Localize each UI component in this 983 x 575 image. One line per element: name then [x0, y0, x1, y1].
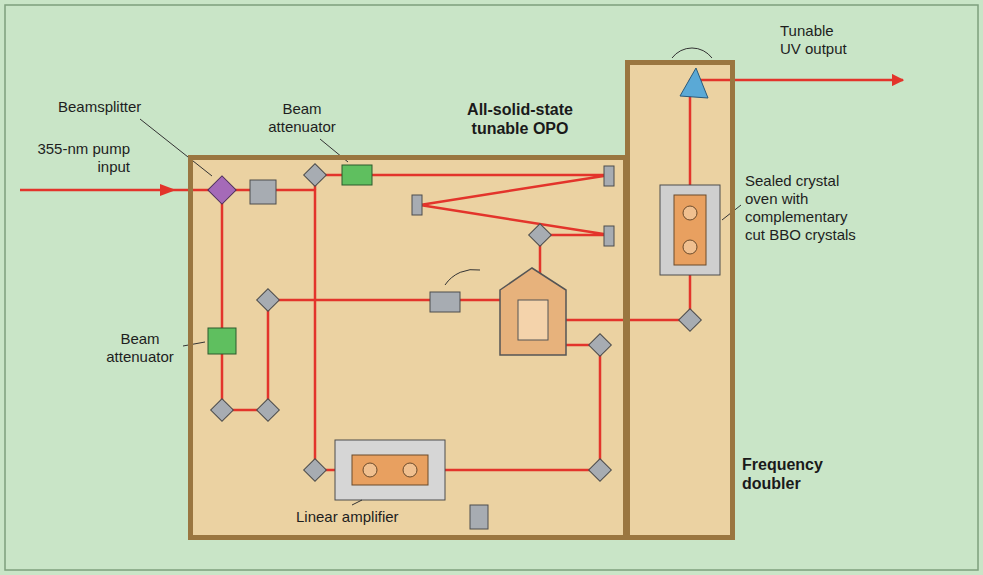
mirror-mount: [604, 166, 614, 186]
mirror-mount: [679, 309, 702, 332]
attenuator: [208, 328, 236, 354]
laser-beam: [20, 80, 903, 470]
attenuator: [342, 165, 372, 185]
part-label: Sealed crystal oven with complementary c…: [745, 172, 870, 244]
leader-line: [352, 500, 362, 505]
mirror-mount: [304, 164, 327, 187]
amplifier-crystal: [352, 455, 428, 485]
mirror-mount: [257, 399, 280, 422]
bbo-crystal: [683, 206, 697, 220]
part-label: Tunable UV output: [780, 22, 854, 58]
mirror-mount: [604, 226, 614, 246]
crystal-holder: [403, 463, 417, 477]
prism: [680, 68, 708, 98]
mirror-mount: [250, 180, 276, 204]
housing-box: All-solid-state tunable OPO: [188, 155, 628, 540]
mirror-mount: [257, 289, 280, 312]
oven-housing: [660, 185, 720, 275]
part-label: Beam attenuator: [262, 100, 342, 136]
part-label: Beam attenuator: [100, 330, 180, 366]
opo-housing-floor: [188, 155, 628, 540]
mirror-mount: [211, 399, 234, 422]
mirror-mount: [304, 459, 327, 482]
panel-frame: [5, 5, 978, 570]
rotation-arc: [445, 269, 480, 285]
attenuator: [208, 165, 372, 354]
part-label: Beamsplitter: [58, 98, 141, 116]
amplifier-housing: [335, 440, 445, 500]
crystal-holder: [363, 463, 377, 477]
opo-crystal-mount: [500, 268, 566, 355]
bbo-crystal: [683, 240, 697, 254]
opo-crystal: [518, 300, 548, 340]
beamsplitter-cube: [208, 176, 236, 204]
housing-heading: All-solid-state tunable OPO: [453, 100, 587, 138]
mirror-mount: [412, 195, 422, 215]
rotation-arc: [672, 48, 712, 58]
doubler-housing-floor: [625, 60, 735, 540]
beam-path: [222, 190, 500, 410]
leader-line: [140, 119, 741, 505]
housing-heading: Frequency doubler: [742, 455, 834, 493]
beam-path: [315, 175, 610, 282]
leader-line: [183, 342, 205, 346]
leader-line: [140, 119, 212, 176]
housing-box: Frequency doubler: [625, 60, 735, 540]
rotation-stage: [430, 292, 460, 312]
mirror-mount: [529, 224, 552, 247]
part-label: Linear amplifier: [296, 508, 399, 526]
doubler-oven: [660, 185, 720, 275]
beam-arrowhead: [160, 184, 176, 196]
opo-crystal: [445, 268, 566, 355]
mirror-mount: [589, 459, 612, 482]
beam-path: [222, 190, 600, 470]
mirror-mount: [589, 334, 612, 357]
bbo-crystal-holder: [674, 195, 706, 265]
part-label: 355-nm pump input: [30, 140, 130, 176]
amplifier-oven: [335, 440, 445, 500]
detector: [470, 505, 488, 529]
